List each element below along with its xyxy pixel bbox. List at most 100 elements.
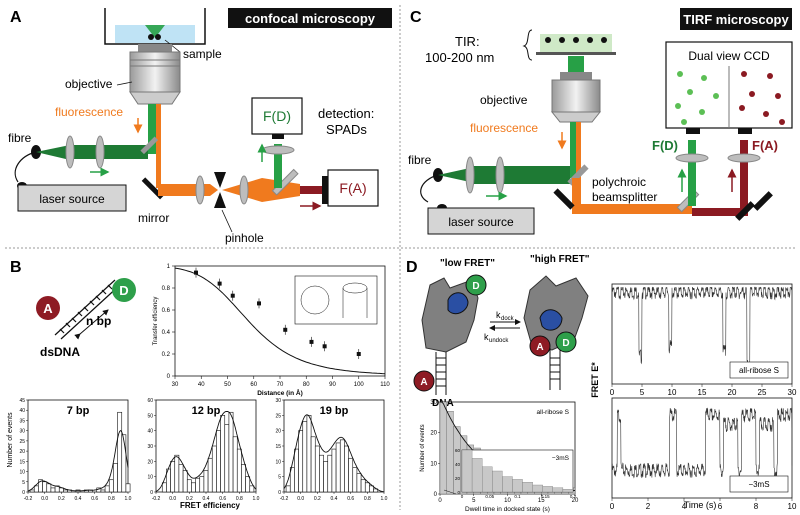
high-fret-acceptor: A [536, 342, 543, 353]
y-tick-label: 20 [147, 459, 153, 465]
x-tick-label: 10 [504, 498, 511, 504]
spads-label: SPADs [326, 122, 367, 137]
y-tick-label: 5 [22, 480, 25, 486]
trace-label-box [729, 475, 789, 493]
histogram-bar [113, 463, 118, 493]
histogram-bar [195, 477, 201, 493]
y-tick-label: 30 [430, 400, 437, 406]
histogram-bar [220, 415, 226, 493]
dsdna-ladder [54, 279, 122, 340]
fibre-label-c: fibre [408, 153, 432, 167]
donor-beam [274, 144, 282, 188]
beamsplitter-label: beamsplitter [592, 190, 657, 204]
fluorescence-label-c: fluorescence [470, 121, 538, 135]
histogram-bar [211, 445, 217, 493]
inset-bar [522, 482, 533, 493]
y-tick-label: 0.8 [162, 286, 171, 292]
histogram-bar [298, 430, 304, 493]
inset-helix-end [300, 285, 330, 315]
objective-label-c: objective [480, 93, 528, 107]
low-fret-acceptor: A [420, 377, 427, 388]
x-tick-label: 0.4 [203, 496, 210, 502]
inset-x-tick: 0.05 [485, 494, 494, 499]
y-tick-label: 25 [19, 439, 25, 445]
x-tick-label: 0.4 [75, 496, 82, 502]
gaussian-fit [27, 430, 129, 492]
acceptor-beam-c [740, 140, 748, 216]
inset-bar [542, 486, 553, 493]
x-tick-label: 0.2 [314, 496, 321, 502]
acceptor-detector [327, 169, 379, 207]
data-point [309, 339, 314, 344]
histogram-bar [29, 489, 35, 493]
x-tick-label: 60 [250, 382, 257, 388]
pinhole-top [214, 172, 226, 188]
y-tick-label: 30 [275, 398, 281, 404]
histogram-bar [121, 434, 127, 493]
donor-detector-label: F(D) [263, 108, 291, 124]
histogram-bar [228, 411, 234, 493]
histogram-bar [104, 485, 110, 493]
histogram-bar [364, 482, 370, 493]
histogram-bar [314, 445, 320, 493]
data-point [257, 301, 261, 306]
y-axis-label: Number of events [420, 424, 426, 471]
high-fret-label: "high FRET" [530, 254, 590, 265]
laser-source-box [17, 184, 127, 212]
histogram-bar [178, 464, 184, 493]
y-tick-label: 10 [430, 461, 437, 467]
fret-trace-line [611, 407, 793, 479]
histogram-bar [161, 482, 167, 493]
inset-y-tick: 60 [455, 448, 461, 453]
x-tick-label: -0.2 [152, 496, 161, 502]
hist-y-axis-label: Number of events [7, 412, 14, 468]
sample-molecule [155, 34, 161, 40]
inset-bar [562, 489, 574, 493]
panel-letter-d: D [406, 259, 418, 276]
histogram-bar [446, 411, 454, 495]
acceptor-beam [300, 186, 322, 194]
histogram-bar [46, 483, 52, 493]
x-tick-label: 0.8 [236, 496, 243, 502]
histogram-bar [249, 485, 255, 493]
tir-molecules [545, 37, 607, 43]
inset-bar [482, 466, 493, 493]
histogram-bar [207, 457, 213, 493]
histogram-bar [310, 436, 316, 493]
y-tick-label: 0.6 [162, 308, 171, 314]
y-tick-label: 60 [147, 398, 153, 404]
histogram-bar [453, 426, 461, 495]
y-tick-label: 10 [147, 475, 153, 481]
x-tick-label: 40 [198, 382, 205, 388]
x-tick-label: 30 [788, 388, 797, 397]
histogram-bar [199, 476, 205, 493]
x-tick-label: 2 [646, 502, 651, 511]
y-tick-label: 0.2 [162, 352, 171, 358]
hist-x-axis-label: FRET efficiency [180, 501, 241, 510]
dsdna-label: dsDNA [40, 345, 80, 359]
x-tick-label: 0.8 [108, 496, 115, 502]
donor-channel-label: F(D) [652, 138, 678, 153]
time-axis-label: Time (s) [684, 500, 717, 510]
inset-x-tick: 0.15 [541, 494, 550, 499]
data-point [356, 352, 361, 356]
histogram-bar [245, 476, 251, 493]
y-tick-label: 15 [275, 444, 281, 450]
pinhole-bottom [214, 192, 226, 208]
y-tick-label: 30 [147, 444, 153, 450]
laser-source-box-c [427, 207, 535, 235]
k-dock-label: k [496, 310, 501, 320]
trace-label: all-ribose S [739, 366, 779, 375]
tirf-title: TIRF microscopy [683, 12, 789, 27]
low-fret-docking-domain [447, 292, 469, 315]
histogram-bar [42, 481, 48, 493]
fret-trace-line [611, 286, 793, 373]
inset-bar [461, 449, 473, 493]
y-tick-label: 25 [275, 413, 281, 419]
focus-cone [145, 25, 165, 38]
data-point [230, 293, 235, 298]
